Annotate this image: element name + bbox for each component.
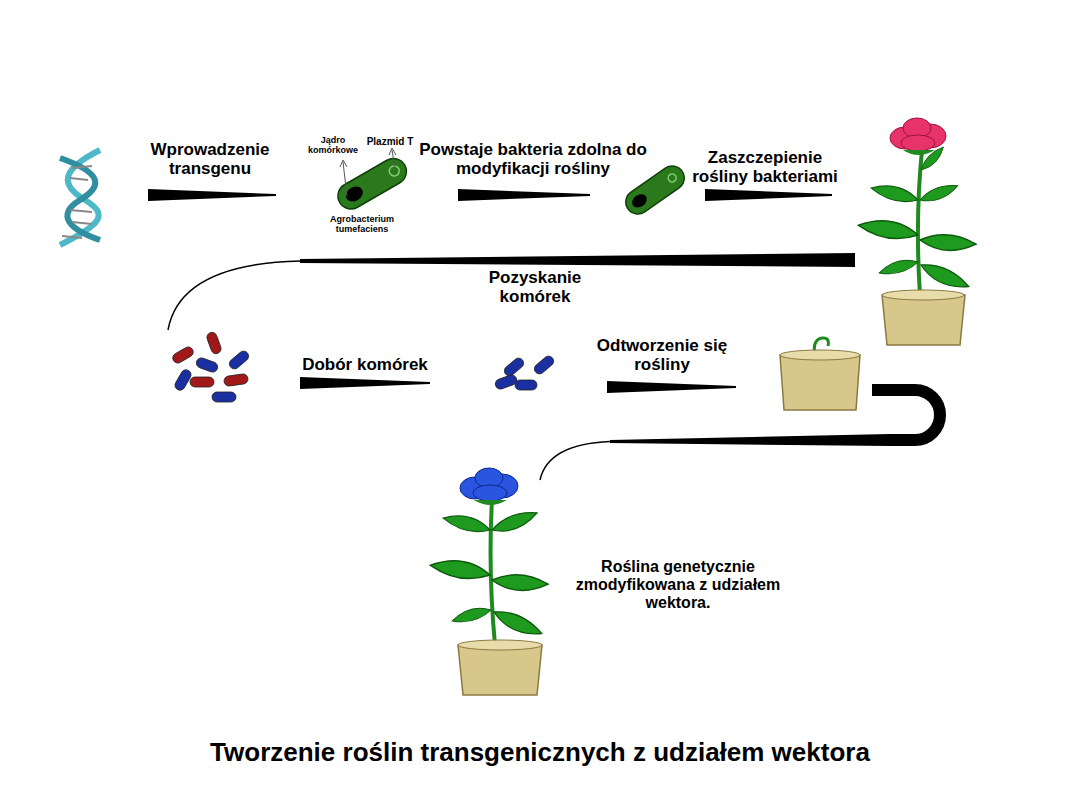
modified-bacterium: [621, 161, 689, 219]
part-label: Agrobacterium tumefaciens: [317, 214, 407, 234]
part-label: Jądro komórkowe: [298, 135, 368, 155]
seedling-pot: [780, 338, 860, 410]
caption: Tworzenie roślin transgenicznych z udzia…: [210, 737, 870, 768]
process-arrow: [540, 390, 940, 480]
selected-cells: [494, 354, 556, 390]
rose-plant: [857, 118, 977, 345]
dna-helix: [60, 150, 100, 245]
step-label: Zaszczepienie rośliny bakteriami: [683, 148, 848, 186]
step-label: Pozyskanie komórek: [455, 268, 615, 306]
result-label: Roślina genetycznie zmodyfikowana z udzi…: [558, 558, 798, 612]
step-label: Dobór komórek: [300, 355, 430, 374]
transgenic-rose: [429, 468, 549, 695]
step-label: Wprowadzenie transgenu: [123, 140, 298, 178]
part-label: Plazmid T: [360, 136, 420, 147]
process-arrow: [168, 253, 855, 330]
step-label: Powstaje bakteria zdolna do modyfikacji …: [418, 140, 648, 178]
cells: [171, 331, 251, 402]
step-label: Odtworzenie się rośliny: [572, 336, 752, 374]
agrobacterium: [333, 154, 411, 214]
process-arrow: [148, 189, 832, 393]
leader-line: [340, 148, 396, 196]
